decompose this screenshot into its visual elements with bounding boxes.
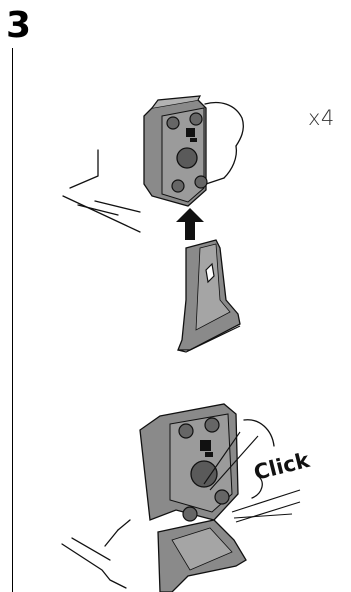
foot-block-bottom [140,404,246,592]
foot-block-top [144,96,207,206]
arrow-up-icon [176,208,204,240]
click-label: Click [251,448,312,485]
clamp-top [178,240,240,352]
